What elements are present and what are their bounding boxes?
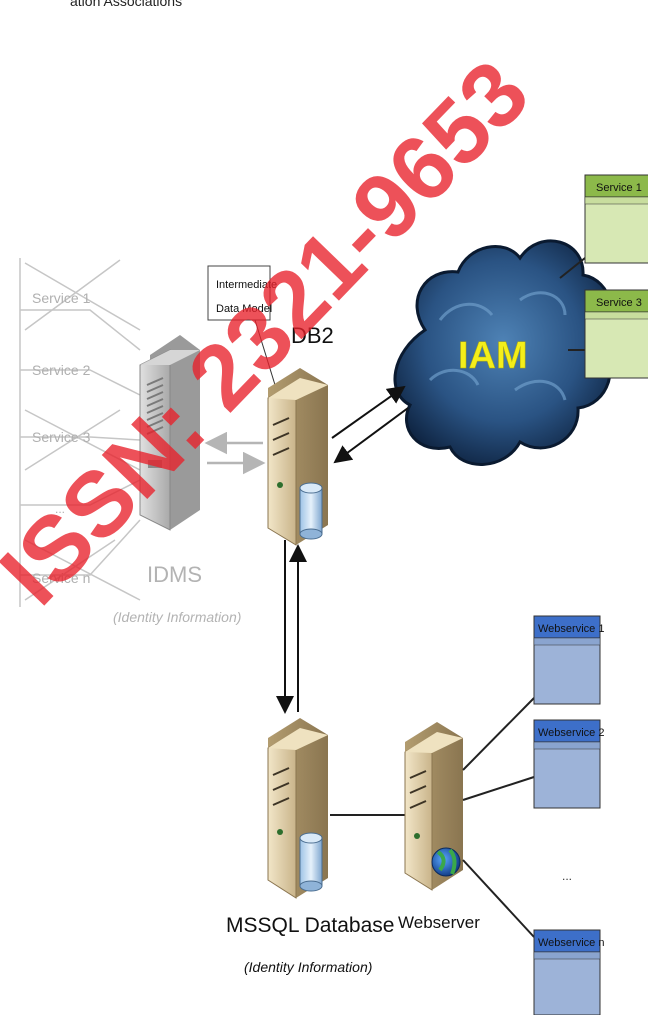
- webservice-1-label: Webservice 1: [538, 623, 604, 635]
- iam-service-1-label: Service 1: [596, 182, 642, 194]
- db2-database-icon: [299, 482, 323, 540]
- webservice-ellipsis: ...: [562, 869, 572, 883]
- mssql-title: MSSQL Database: [226, 914, 394, 937]
- idms-subtitle: (Identity Information): [113, 609, 241, 625]
- globe-icon: [431, 847, 461, 877]
- legacy-service-3: Service 3: [32, 429, 91, 445]
- intermediate-note-line2: Data Model: [216, 303, 272, 315]
- db2-iam-arrows: [331, 385, 409, 464]
- idms-title: IDMS: [147, 562, 202, 587]
- iam-service-3-label: Service 3: [596, 297, 642, 309]
- legacy-service-1: Service 1: [32, 290, 91, 306]
- mssql-database-icon: [299, 832, 323, 892]
- db2-server-icon: [267, 368, 328, 546]
- webservice-n-label: Webservice n: [538, 937, 604, 949]
- iam-service-3-box: Service 3: [584, 289, 648, 379]
- webservice-2-box: Webservice 2: [533, 719, 604, 809]
- legacy-service-ellipsis: ...: [55, 502, 65, 516]
- mssql-subtitle: (Identity Information): [244, 959, 372, 975]
- iam-title: IAM: [458, 335, 528, 377]
- db2-title: DB2: [291, 323, 334, 348]
- webserver-title: Webserver: [398, 913, 480, 932]
- webserver-icon: [404, 722, 463, 891]
- webservice-1-box: Webservice 1: [533, 615, 604, 705]
- mssql-server-icon: [267, 718, 328, 899]
- idms-db2-arrows: [204, 431, 266, 475]
- idms-server-icon: [139, 335, 200, 531]
- db2-mssql-arrows: [276, 540, 307, 714]
- intermediate-note-line1: Intermediate: [216, 279, 277, 291]
- legacy-service-n: Service n: [32, 570, 90, 586]
- iam-service1-connector: [559, 257, 586, 279]
- webservice-n-box: Webservice n: [533, 929, 604, 1015]
- intermediate-data-model-note: Intermediate Data Model: [207, 265, 293, 441]
- legacy-service-2: Service 2: [32, 362, 91, 378]
- top-caption-fragment: ation Associations: [70, 0, 182, 9]
- iam-cloud-icon: [393, 239, 613, 466]
- webservice-connectors: [462, 697, 535, 938]
- iam-service-1-box: Service 1: [584, 174, 648, 264]
- legacy-service-list: [19, 258, 141, 607]
- webservice-2-label: Webservice 2: [538, 727, 604, 739]
